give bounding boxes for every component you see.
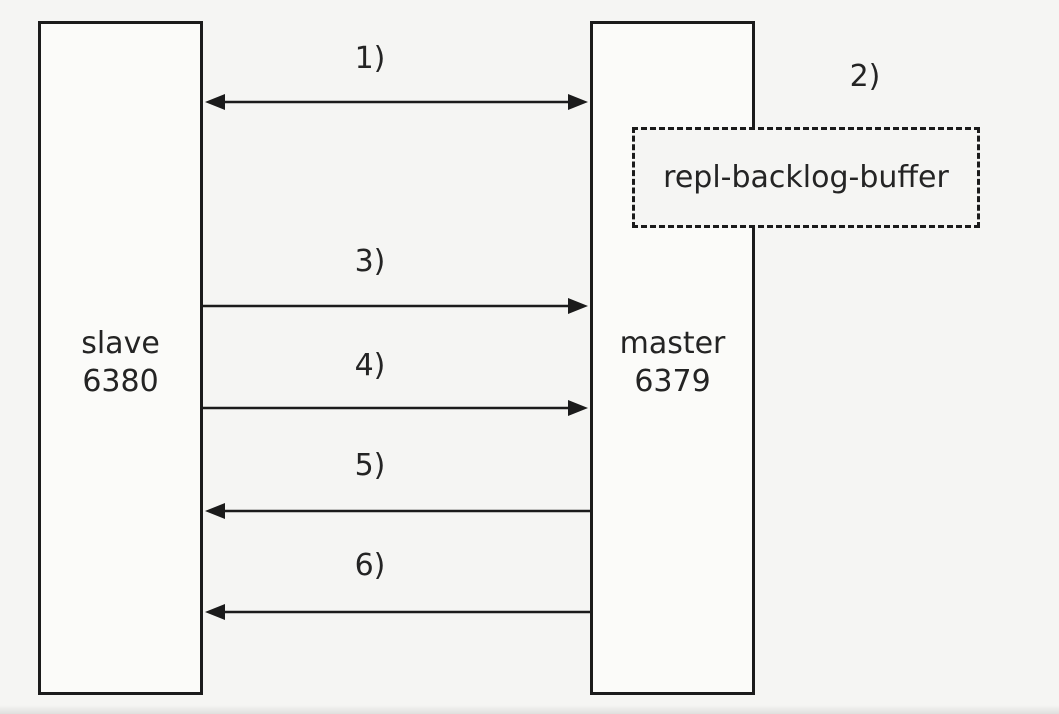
master-node-label: master 6379 <box>620 315 726 401</box>
arrow-step-4-right <box>202 400 588 416</box>
step-label-6: 6) <box>354 548 386 583</box>
arrow-1-left-head <box>205 94 225 110</box>
slave-name: slave <box>81 326 160 361</box>
step-label-1: 1) <box>354 41 386 76</box>
arrow-step-5-left <box>205 503 591 519</box>
arrow-6-left-head <box>205 604 225 620</box>
repl-backlog-buffer-label: repl-backlog-buffer <box>663 160 949 195</box>
arrow-4-right-head <box>568 400 588 416</box>
repl-backlog-buffer-box: repl-backlog-buffer <box>632 127 980 228</box>
arrow-1-right-head <box>568 94 588 110</box>
arrow-step-1-bidirectional <box>205 94 588 110</box>
arrow-5-left-head <box>205 503 225 519</box>
step-label-4: 4) <box>354 348 386 383</box>
step-label-3: 3) <box>354 244 386 279</box>
slave-node: slave 6380 <box>38 21 203 695</box>
arrow-3-right-head <box>568 298 588 314</box>
arrow-step-6-left <box>205 604 591 620</box>
slave-port: 6380 <box>82 364 159 399</box>
slave-node-label: slave 6380 <box>81 315 160 401</box>
master-port: 6379 <box>634 364 711 399</box>
step-label-5: 5) <box>354 448 386 483</box>
master-name: master <box>619 326 726 361</box>
step-label-2: 2) <box>849 59 881 94</box>
arrow-step-3-right <box>202 298 588 314</box>
